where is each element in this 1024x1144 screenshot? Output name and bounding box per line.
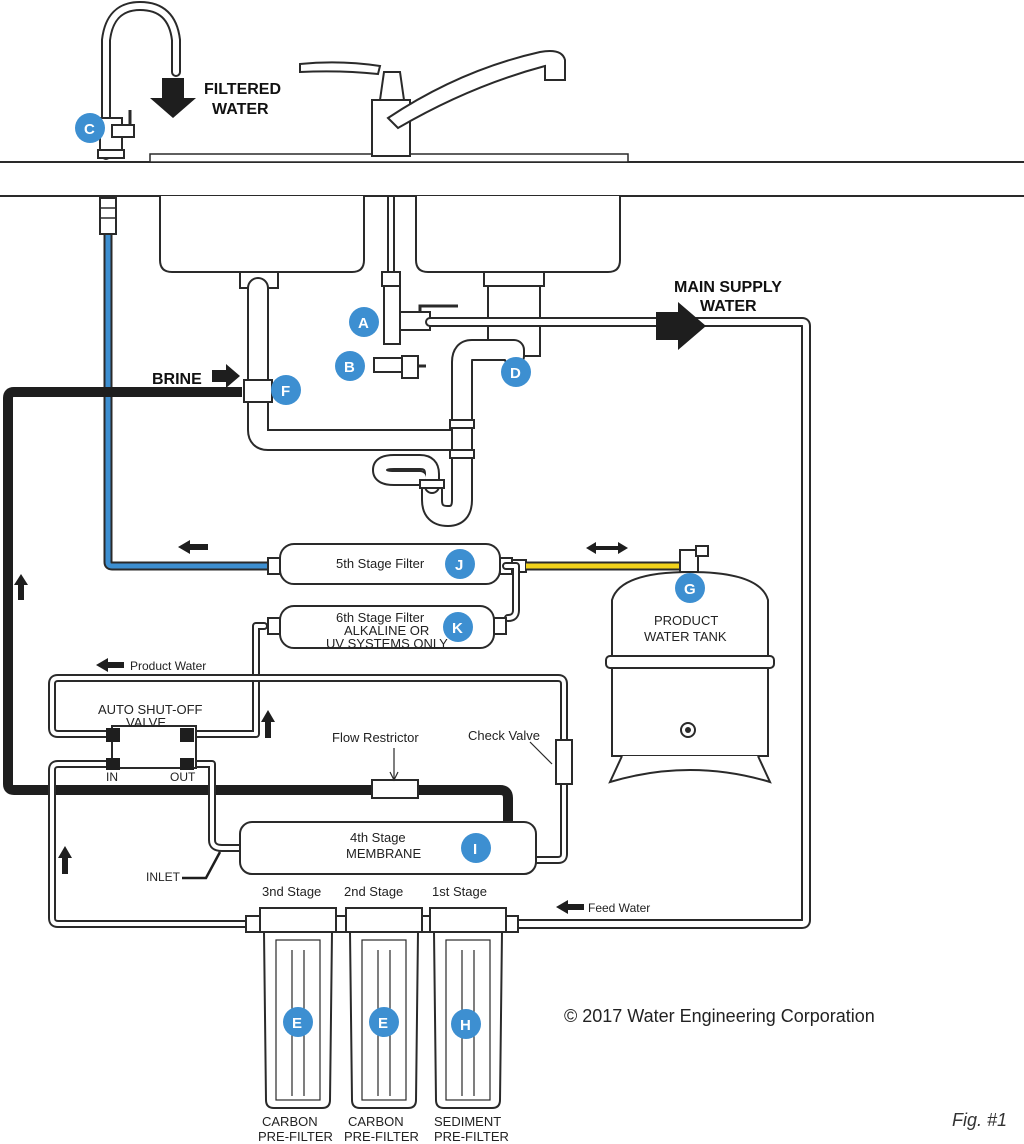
main-supply-line <box>425 317 811 929</box>
badge-g: G <box>675 573 705 603</box>
main-supply-water-label: MAIN SUPPLY WATER <box>674 279 786 315</box>
stage2-header: 2nd Stage <box>344 884 403 899</box>
valve-out-label: OUT <box>170 770 196 784</box>
stage6-label: 6th Stage Filter ALKALINE OR UV SYSTEMS … <box>326 610 448 651</box>
kitchen-faucet <box>299 50 566 157</box>
check-valve: Check Valve <box>468 728 573 785</box>
badge-i: I <box>461 833 491 863</box>
tank-line <box>502 559 684 622</box>
svg-text:B: B <box>344 359 355 376</box>
brine-arrow-icon <box>212 364 240 388</box>
badge-e1: E <box>283 1007 313 1037</box>
product-water-label: Product Water <box>130 659 206 673</box>
filtered-water-label: FILTERED WATER <box>204 81 285 118</box>
up-arrow-icon <box>14 574 275 874</box>
stage3-header: 3nd Stage <box>262 884 321 899</box>
svg-text:C: C <box>84 121 95 138</box>
badge-j: J <box>445 549 475 579</box>
product-water-arrow-icon <box>96 658 124 672</box>
check-valve-label: Check Valve <box>468 728 540 743</box>
stage5-label: 5th Stage Filter <box>336 556 425 571</box>
svg-text:E: E <box>292 1015 302 1032</box>
prefilter-carbon-2-label: CARBON PRE-FILTER <box>344 1114 419 1144</box>
membrane: 4th Stage MEMBRANE <box>239 821 537 875</box>
countertop <box>0 153 1024 197</box>
valve-in-label: IN <box>106 770 118 784</box>
copyright-text: © 2017 Water Engineering Corporation <box>564 1006 875 1026</box>
stage1-header: 1st Stage <box>432 884 487 899</box>
drain-pipes <box>239 271 545 527</box>
badge-e2: E <box>369 1007 399 1037</box>
inlet-label: INLET <box>146 870 181 884</box>
stage5-filter: 5th Stage Filter <box>267 543 513 585</box>
filtered-water-line <box>99 197 272 571</box>
flow-restrictor-label: Flow Restrictor <box>332 730 419 745</box>
badge-c: C <box>75 113 105 143</box>
flow-restrictor: Flow Restrictor <box>332 730 419 799</box>
svg-text:D: D <box>510 365 521 382</box>
prefilter-housings <box>245 907 519 1109</box>
prefilter-sediment-label: SEDIMENT PRE-FILTER <box>434 1114 509 1144</box>
svg-text:F: F <box>281 383 290 400</box>
svg-text:A: A <box>358 315 369 332</box>
badge-a: A <box>349 307 379 337</box>
auto-shutoff-valve: AUTO SHUT-OFF VALVE IN OUT <box>98 702 206 784</box>
tank-label: PRODUCT WATER TANK <box>644 613 727 644</box>
svg-text:J: J <box>455 557 463 574</box>
badge-f: F <box>271 375 301 405</box>
svg-text:K: K <box>452 620 463 637</box>
membrane-label: 4th Stage MEMBRANE <box>346 830 421 861</box>
feed-water-label: Feed Water <box>588 901 650 915</box>
inlet-leader <box>182 851 222 880</box>
svg-text:E: E <box>378 1015 388 1032</box>
badge-h: H <box>451 1009 481 1039</box>
filtered-water-arrow-icon <box>150 78 196 118</box>
main-supply-arrow-icon <box>656 302 706 350</box>
figure-label: Fig. #1 <box>952 1110 1007 1130</box>
brine-label: BRINE <box>152 371 202 388</box>
product-water-lines <box>48 622 568 928</box>
prefilter-carbon-1-label: CARBON PRE-FILTER <box>258 1114 333 1144</box>
svg-text:G: G <box>684 581 696 598</box>
badge-k: K <box>443 612 473 642</box>
ro-faucet <box>97 1 181 160</box>
badge-b: B <box>335 351 365 381</box>
bidirectional-arrow-icon <box>586 542 628 554</box>
sink-basin <box>159 196 621 273</box>
feed-water-arrow-icon <box>556 900 584 914</box>
svg-text:H: H <box>460 1017 471 1034</box>
badge-d: D <box>501 357 531 387</box>
auto-shutoff-label: AUTO SHUT-OFF VALVE <box>98 702 206 730</box>
stage6-filter: 6th Stage Filter ALKALINE OR UV SYSTEMS … <box>267 605 507 651</box>
left-arrow-icon <box>178 540 208 554</box>
svg-text:I: I <box>473 841 477 858</box>
product-water-tank: PRODUCT WATER TANK <box>605 545 775 784</box>
